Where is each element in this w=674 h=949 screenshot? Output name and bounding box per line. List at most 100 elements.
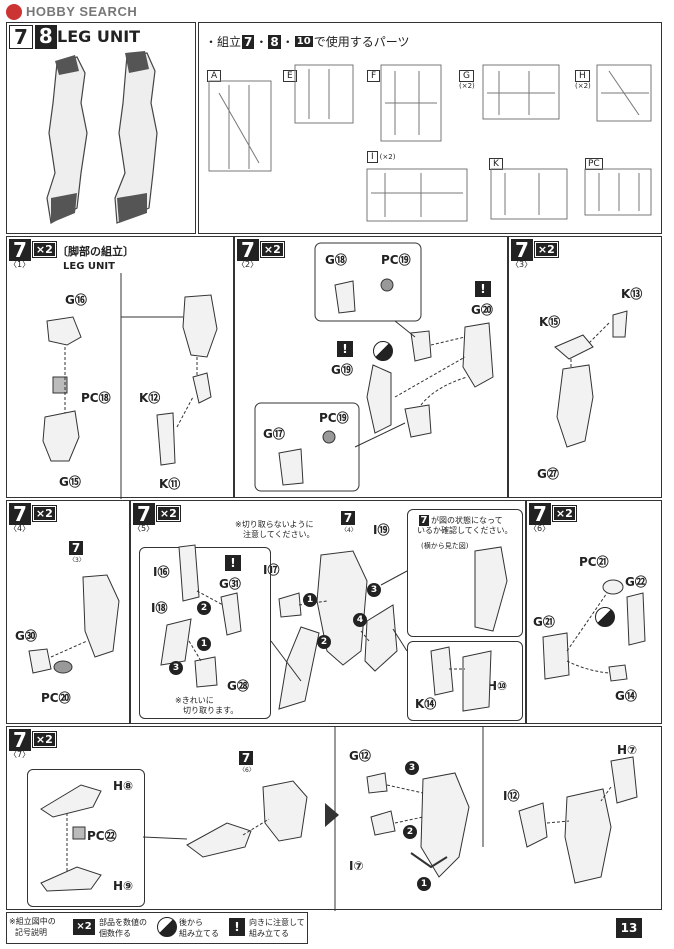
runner-f: F [367,63,381,82]
part-label: I⑲ [373,523,390,537]
runner-label: I [367,151,378,163]
section-number-a: 7 [9,25,33,49]
step-sub: 〈4〉 [9,524,31,533]
leg-unit-overview: 7 8 LEG UNIT [6,22,196,234]
part-label: H⑧ [113,779,134,793]
legend-x2-text: 部品を数値の [99,918,147,927]
runner-label: H [575,70,590,82]
part-label: H⑨ [113,879,134,893]
part-label: K⑪ [159,477,181,491]
part-label: G⑱ [325,253,347,267]
step-sub: 〈2〉 [237,260,259,269]
parts-note-sep1: ・ [255,35,268,49]
brand-logo [6,4,22,20]
part-label: PC⑲ [381,253,411,267]
step-circle: 1 [417,877,431,891]
part-label: G㉘ [227,679,249,693]
section-title: LEG UNIT [57,27,141,46]
step-circle: 2 [317,635,331,649]
step-7-3-diagram [554,310,628,448]
runner-a: A [207,63,222,82]
caution-note: ※切り取らないように [235,520,314,529]
later-assembly-icon [373,341,393,361]
clean-cut-note: ※きれいに [175,696,214,705]
step-sub: 〈1〉 [9,260,31,269]
part-label: K⑬ [621,287,643,301]
step-subtitle: LEG UNIT [63,261,115,272]
runner-h: H (×2) [575,63,591,90]
cutting-detail-box [139,547,271,719]
legend-warn-text: 向きに注意して [249,918,305,927]
legend-round-text: 組み立てる [179,929,219,938]
step-number: 7 [133,503,155,525]
step-number: 7 [511,239,533,261]
runner-qty: (×2) [575,82,591,90]
part-label: K⑮ [539,315,561,329]
step-circle: 2 [403,825,417,839]
step-7-5-diagram [160,544,508,712]
leg-illustration [46,51,158,224]
reference-number: 7 [69,541,83,555]
part-label: H⑩ [487,679,508,693]
symbol-legend: ※組立図中の 記号説明 ×2 部品を数値の 個数作る 後から 組み立てる ! 向… [6,912,308,944]
step-sub: 〈3〉 [511,260,533,269]
step-circle: 4 [353,613,367,627]
runner-label: K [489,158,503,170]
step-7-2: 7 ×2 〈2〉 G⑱ PC⑲ ! G⑳ ! G⑲ G⑰ PC⑲ [234,236,508,498]
multiplier-badge: ×2 [551,505,577,522]
part-label: I⑯ [153,565,170,579]
step-7-2-diagram [254,242,494,492]
step-7-4-diagram [28,574,120,674]
later-assembly-icon [595,607,615,627]
reference-number: 7 [239,751,253,765]
step-number: 7 [9,503,31,525]
runner-e: E [283,63,297,82]
runner-qty: (×2) [379,153,396,161]
step-title: 〔脚部の組立〕 [57,245,134,258]
part-label: H⑦ [617,743,638,757]
parts-note-prefix: ・組立 [205,35,242,49]
multiplier-badge: ×2 [533,241,559,258]
step-number: 7 [9,729,31,751]
page-number: 13 [616,918,642,938]
multiplier-badge: ×2 [155,505,181,522]
part-label: PC㉒ [87,829,117,843]
check-box [407,509,523,637]
step-circle: 1 [197,637,211,651]
part-label: PC⑲ [319,411,349,425]
part-label: G⑰ [263,427,285,441]
legend-title: 記号説明 [15,928,47,937]
runner-label: PC [585,158,603,170]
step-number: 7 [529,503,551,525]
step-circle: 3 [367,583,381,597]
part-label: I⑱ [151,601,168,615]
parts-note-n3: 10 [294,36,313,47]
part-label: I⑦ [349,859,364,873]
runner-frames [208,64,652,222]
k14-detail-box [407,641,523,721]
step-7-4: 7 ×2 〈4〉 7 〈3〉 G㉚ PC⑳ [6,500,130,724]
part-label: G㉒ [625,575,647,589]
part-label: G⑲ [331,363,353,377]
step-circle: 3 [169,661,183,675]
step-number: 7 [237,239,259,261]
runner-label: A [207,70,222,82]
legend-round-text: 後から [179,918,203,927]
step-7-7: 7 ×2 〈7〉 H⑧ PC㉒ H⑨ 7 〈6〉 G⑫ I⑦ I⑫ H⑦ 3 2… [6,726,662,911]
h8-detail-box [27,769,145,907]
part-label: I⑫ [503,789,520,803]
reference-sub: 〈3〉 [69,557,85,564]
reference-step: 7 〈3〉 [69,541,85,564]
legend-x2-text: 個数作る [99,929,131,938]
part-label: G㉑ [533,615,555,629]
part-label: K⑭ [415,697,437,711]
step-7-6: 7 ×2 〈6〉 PC㉑ G㉒ G㉑ G⑭ [526,500,662,724]
side-view-note: (横から見た図) [421,542,469,550]
step-circle: 3 [405,761,419,775]
later-assembly-icon [157,917,177,937]
step-sub: 〈6〉 [529,524,551,533]
part-label: G⑮ [59,475,81,489]
multiplier-badge: ×2 [31,505,57,522]
runner-pc: PC [585,151,603,170]
step-7-1: 7 ×2 〈1〉 〔脚部の組立〕 LEG UNIT G⑯ PC⑱ G⑮ K⑫ K… [6,236,234,499]
